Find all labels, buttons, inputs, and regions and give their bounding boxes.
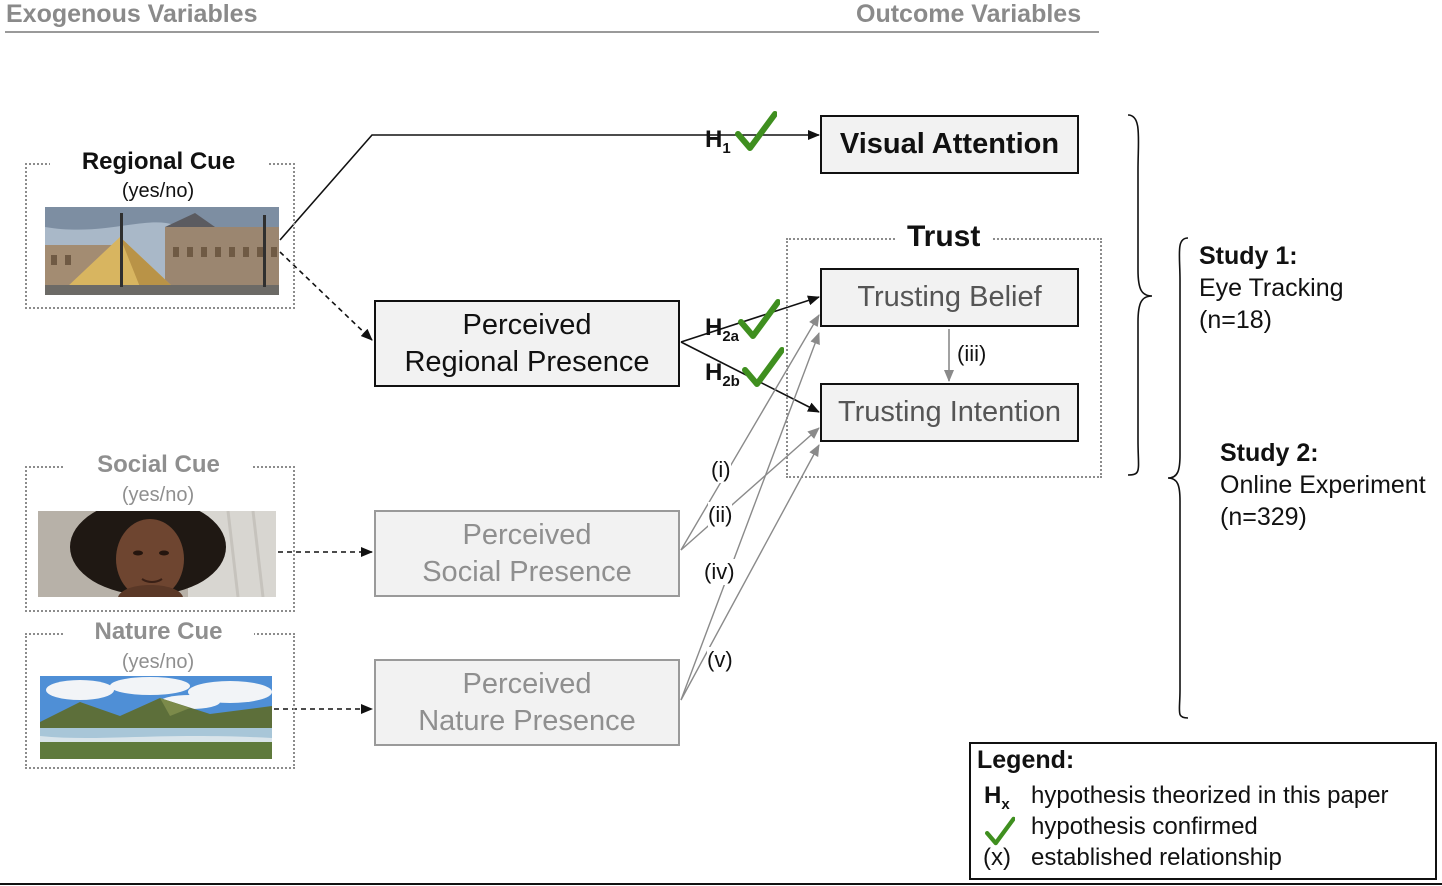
- header-divider: [5, 31, 1099, 33]
- hypothesis-h2a: H2a: [705, 314, 739, 345]
- perceived-nature-line1: Perceived: [462, 667, 592, 700]
- photo-landscape: [40, 676, 272, 759]
- study-2-title: Study 2:: [1220, 439, 1319, 467]
- study-1-sample: (n=18): [1199, 306, 1272, 334]
- legend-box: Legend: Hx hypothesis theorized in this …: [969, 742, 1437, 880]
- header-exogenous: Exogenous Variables: [6, 0, 258, 28]
- relationship-iii: (iii): [957, 341, 987, 366]
- checkmark-icon: [742, 347, 784, 387]
- header-outcome: Outcome Variables: [856, 0, 1082, 28]
- study-2: Study 2: Online Experiment (n=329): [1220, 437, 1426, 533]
- legend-check-text: hypothesis confirmed: [1031, 813, 1258, 840]
- hypothesis-h1: H1: [705, 126, 731, 157]
- visual-attention-box: Visual Attention: [820, 115, 1079, 174]
- study-2-method: Online Experiment: [1220, 471, 1426, 499]
- trusting-belief-box: Trusting Belief: [820, 268, 1079, 327]
- perceived-social-line2: Social Presence: [422, 555, 632, 588]
- relationship-i: (i): [711, 457, 731, 483]
- hypothesis-h2b: H2b: [705, 359, 740, 390]
- nature-cue-sub: (yes/no): [121, 651, 195, 673]
- relationship-ii: (ii): [708, 502, 733, 528]
- legend-x-symbol: (x): [983, 844, 1011, 871]
- h1-sub: 1: [722, 140, 731, 157]
- checkmark-icon: [985, 816, 1015, 846]
- photo-woman: [38, 511, 276, 597]
- legend-h-sub: x: [1001, 796, 1010, 813]
- h2a-base: H: [705, 314, 723, 341]
- trust-title: Trust: [895, 220, 993, 254]
- h2b-sub: 2b: [722, 373, 740, 390]
- legend-h-base: H: [984, 782, 1002, 809]
- social-cue-title: Social Cue: [65, 451, 252, 479]
- perceived-nature-presence-box: Perceived Nature Presence: [374, 659, 680, 746]
- perceived-regional-line2: Regional Presence: [404, 345, 650, 378]
- regional-cue-sub: (yes/no): [121, 180, 195, 202]
- social-cue-sub: (yes/no): [121, 484, 195, 506]
- perceived-regional-line1: Perceived: [462, 308, 592, 341]
- study-1: Study 1: Eye Tracking (n=18): [1199, 240, 1344, 336]
- regional-cue-title: Regional Cue: [50, 148, 267, 176]
- study-1-title: Study 1:: [1199, 242, 1298, 270]
- nature-cue-title: Nature Cue: [63, 618, 254, 646]
- bottom-rule: [0, 883, 1442, 885]
- legend-hyp-text: hypothesis theorized in this paper: [1031, 782, 1389, 809]
- photo-louvre: [45, 207, 279, 295]
- relationship-v: (v): [707, 647, 733, 673]
- legend-x-text: established relationship: [1031, 844, 1282, 871]
- checkmark-icon: [735, 111, 777, 151]
- study-2-sample: (n=329): [1220, 503, 1307, 531]
- h2b-base: H: [705, 359, 723, 386]
- legend-title: Legend:: [977, 746, 1075, 774]
- trusting-intention-box: Trusting Intention: [820, 383, 1079, 442]
- perceived-social-presence-box: Perceived Social Presence: [374, 510, 680, 597]
- study-1-method: Eye Tracking: [1199, 274, 1344, 302]
- checkmark-icon: [738, 299, 780, 339]
- h1-base: H: [705, 126, 723, 153]
- visual-attention-label: Visual Attention: [839, 128, 1060, 160]
- trusting-belief-label: Trusting Belief: [857, 281, 1042, 313]
- trusting-intention-label: Trusting Intention: [838, 396, 1061, 428]
- h2a-sub: 2a: [722, 328, 740, 345]
- perceived-regional-presence-box: Perceived Regional Presence: [374, 300, 680, 387]
- legend-h-symbol: Hx: [984, 782, 1010, 813]
- relationship-iv: (iv): [704, 559, 735, 585]
- perceived-social-line1: Perceived: [462, 518, 592, 551]
- perceived-nature-line2: Nature Presence: [418, 704, 636, 737]
